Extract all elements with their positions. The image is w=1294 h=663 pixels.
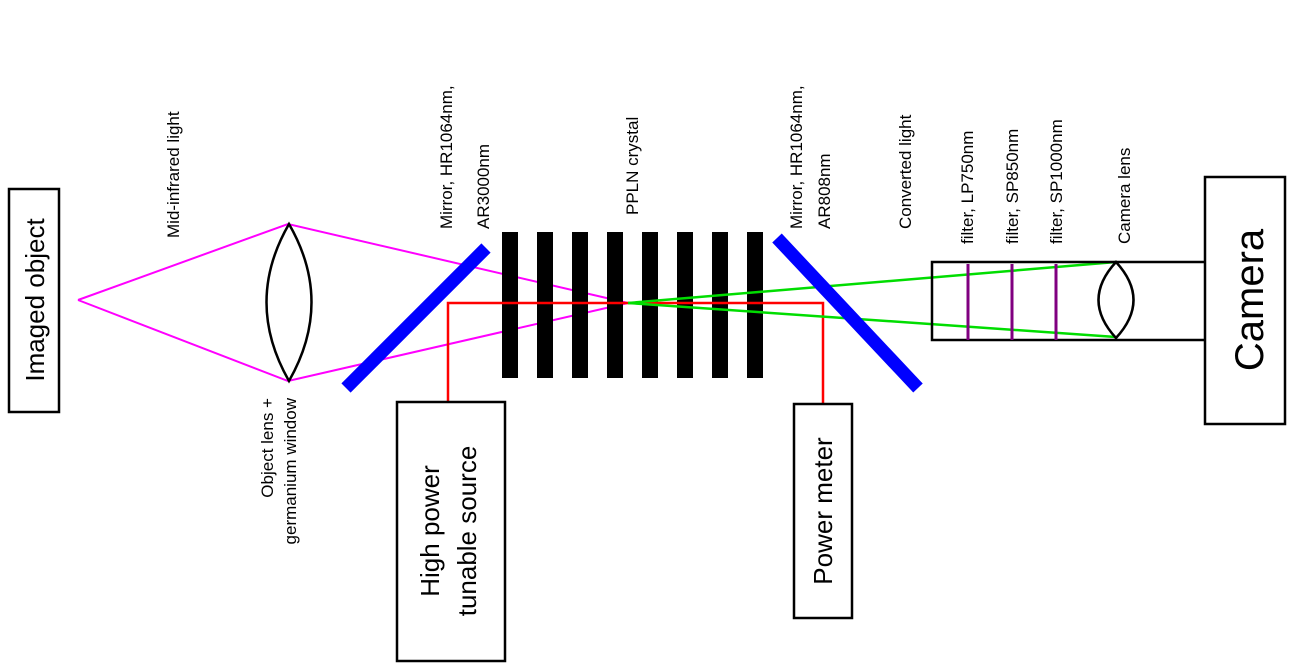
tunable-source-label-line1: High power	[415, 465, 445, 597]
crystal-bar	[712, 232, 728, 378]
camera-box	[1203, 175, 1287, 426]
converted-ray-upper	[627, 260, 1117, 305]
imaged-object-label: Imaged object	[20, 218, 50, 382]
crystal-bar	[677, 232, 693, 378]
object-lens-label-line2: germanium window	[281, 397, 300, 544]
converted-light-label: Converted light	[896, 114, 915, 229]
power-meter-box	[792, 402, 854, 620]
camera-lens-label: Camera lens	[1115, 148, 1134, 244]
filter-sp1000-label: filter, SP1000nm	[1047, 119, 1066, 244]
camera-lens-icon	[1097, 260, 1135, 340]
imaged-object-box	[7, 187, 61, 414]
crystal-bar	[747, 232, 763, 378]
mirror-2-label-line1: Mirror, HR1064nm,	[787, 85, 806, 229]
tunable-source-box	[395, 400, 507, 663]
power-meter-label: Power meter	[808, 437, 838, 585]
converted-ray-lower	[627, 301, 1117, 339]
crystal-bar	[502, 232, 518, 378]
mirror-2	[772, 233, 923, 393]
crystal-bar	[572, 232, 588, 378]
object-lens-label-line1: Object lens +	[258, 398, 277, 498]
mid-ir-light-label: Mid-infrared light	[164, 111, 183, 238]
crystal-bar	[537, 232, 553, 378]
crystal-bar	[607, 232, 623, 378]
mirror-1-label-line1: Mirror, HR1064nm,	[437, 85, 456, 229]
camera-tube-outline	[930, 260, 1205, 342]
filter-sp850-label: filter, SP850nm	[1003, 129, 1022, 244]
ppln-crystal	[502, 232, 763, 378]
tunable-source-label-line2: tunable source	[452, 446, 482, 617]
filter-lp750-label: filter, LP750nm	[958, 131, 977, 244]
camera-tube	[930, 260, 1205, 342]
mirror-1-label-line2: AR3000nm	[474, 144, 493, 229]
mirror-2-label-line2: AR808nm	[815, 153, 834, 229]
object-lens-icon	[265, 221, 313, 384]
mirror-1	[341, 243, 491, 393]
ppln-crystal-label: PPLN crystal	[623, 117, 642, 215]
converted-light-beam	[627, 260, 1117, 339]
camera-label: Camera	[1228, 228, 1272, 371]
